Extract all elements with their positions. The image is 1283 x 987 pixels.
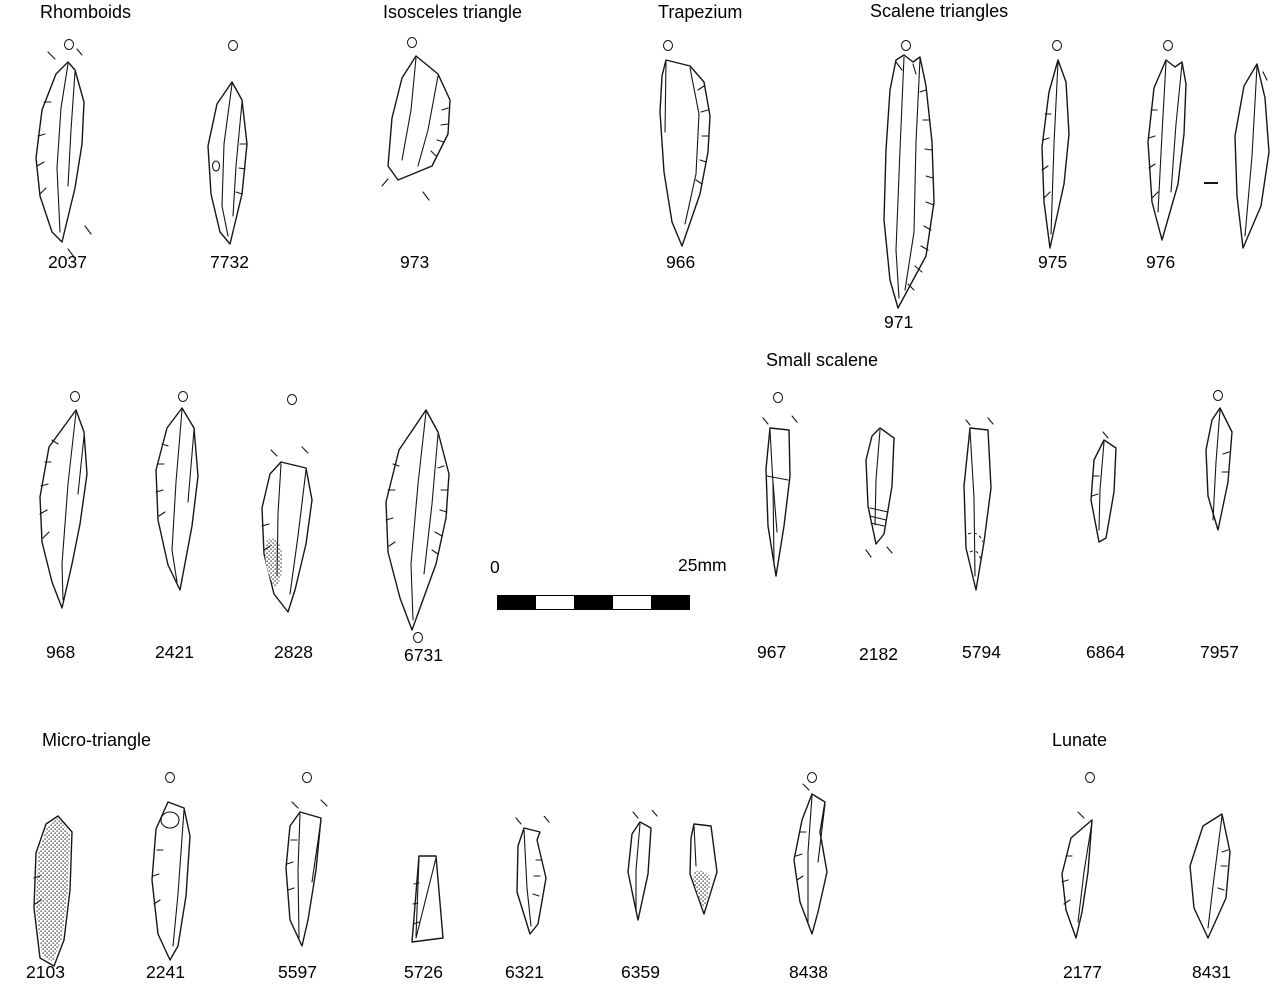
break-dash xyxy=(1204,182,1218,184)
artifact-drawing-8431 xyxy=(1189,813,1231,939)
artifact-drawing-2241 xyxy=(151,801,191,961)
section-title-isosceles: Isosceles triangle xyxy=(383,2,523,22)
orientation-circle-icon xyxy=(901,40,911,51)
artifact-drawing-6731 xyxy=(385,409,450,631)
scale-bar xyxy=(497,595,690,610)
artifact-drawing-967 xyxy=(762,415,798,577)
artifact-label: 6359 xyxy=(621,962,660,982)
orientation-circle-icon xyxy=(807,772,817,783)
orientation-circle-icon xyxy=(70,391,80,402)
artifact-drawing-7957 xyxy=(1205,407,1233,531)
artifact-drawing-6321 xyxy=(515,816,550,935)
artifact-drawing-5794 xyxy=(963,417,994,591)
artifact-drawing-976-left xyxy=(1147,59,1187,241)
orientation-circle-icon xyxy=(178,391,188,402)
artifact-label: 976 xyxy=(1146,252,1176,272)
artifact-drawing-6359-left xyxy=(627,810,658,921)
artifact-drawing-6359-right xyxy=(689,823,718,915)
orientation-circle-icon xyxy=(1163,40,1173,51)
section-title-scalene: Scalene triangles xyxy=(870,1,1009,21)
scale-segment xyxy=(574,596,613,609)
artifact-label: 2103 xyxy=(26,962,65,982)
scale-segment xyxy=(498,596,537,609)
artifact-label: 967 xyxy=(757,642,787,662)
artifact-label: 6321 xyxy=(505,962,544,982)
section-title-lunate: Lunate xyxy=(1052,730,1108,750)
artifact-label: 7957 xyxy=(1200,642,1239,662)
artifact-drawing-966 xyxy=(659,59,711,247)
artifact-label: 5726 xyxy=(404,962,443,982)
artifact-drawing-971 xyxy=(883,54,935,309)
section-title-trapezium: Trapezium xyxy=(658,2,743,22)
orientation-circle-icon xyxy=(165,772,175,783)
artifact-label: 2037 xyxy=(48,252,87,272)
artifact-label: 6731 xyxy=(404,645,443,665)
artifact-drawing-7732 xyxy=(207,81,248,245)
orientation-circle-icon xyxy=(1213,390,1223,401)
orientation-circle-icon xyxy=(287,394,297,405)
orientation-circle-icon xyxy=(1052,40,1062,51)
artifact-label: 2177 xyxy=(1063,962,1102,982)
artifact-label: 5597 xyxy=(278,962,317,982)
artifact-label: 8438 xyxy=(789,962,828,982)
artifact-label: 7732 xyxy=(210,252,249,272)
artifact-label: 2828 xyxy=(274,642,313,662)
artifact-label: 968 xyxy=(46,642,76,662)
orientation-circle-icon xyxy=(663,40,673,51)
scale-segment xyxy=(536,596,575,609)
artifact-drawing-2037 xyxy=(35,48,92,258)
artifact-drawing-2103 xyxy=(33,815,73,967)
artifact-drawing-5597 xyxy=(285,799,328,947)
section-title-small-scalene: Small scalene xyxy=(766,350,879,370)
artifact-label: 2421 xyxy=(155,642,194,662)
artifact-label: 6864 xyxy=(1086,642,1125,662)
orientation-circle-icon xyxy=(413,632,423,643)
artifact-label: 966 xyxy=(666,252,696,272)
artifact-label: 8431 xyxy=(1192,962,1231,982)
artifact-drawing-975 xyxy=(1041,59,1070,249)
artifact-label: 975 xyxy=(1038,252,1068,272)
artifact-label: 5794 xyxy=(962,642,1001,662)
artifact-drawing-976-right xyxy=(1234,63,1270,249)
section-title-micro-triangle: Micro-triangle xyxy=(42,730,152,750)
scale-start-label: 0 xyxy=(490,557,500,577)
section-title-rhomboids: Rhomboids xyxy=(40,2,132,22)
artifact-drawing-2421 xyxy=(155,407,199,591)
scale-segment xyxy=(650,596,690,609)
artifact-drawing-6864 xyxy=(1090,431,1117,543)
artifact-drawing-973 xyxy=(381,55,451,201)
orientation-circle-icon xyxy=(302,772,312,783)
orientation-circle-icon xyxy=(773,392,783,403)
artifact-drawing-968 xyxy=(39,409,88,609)
artifact-label: 2241 xyxy=(146,962,185,982)
artifact-drawing-2828 xyxy=(261,446,313,613)
scale-end-label: 25mm xyxy=(678,555,727,575)
orientation-circle-icon xyxy=(407,37,417,48)
artifact-label: 973 xyxy=(400,252,430,272)
orientation-circle-icon xyxy=(1085,772,1095,783)
artifact-drawing-2177 xyxy=(1061,811,1093,939)
artifact-drawing-5726 xyxy=(411,855,444,943)
orientation-circle-icon xyxy=(228,40,238,51)
orientation-circle-icon xyxy=(64,39,74,50)
artifact-label: 2182 xyxy=(859,644,898,664)
artifact-drawing-8438 xyxy=(793,783,828,935)
artifact-drawing-2182 xyxy=(865,427,895,558)
scale-segment xyxy=(612,596,651,609)
artifact-label: 971 xyxy=(884,312,914,332)
